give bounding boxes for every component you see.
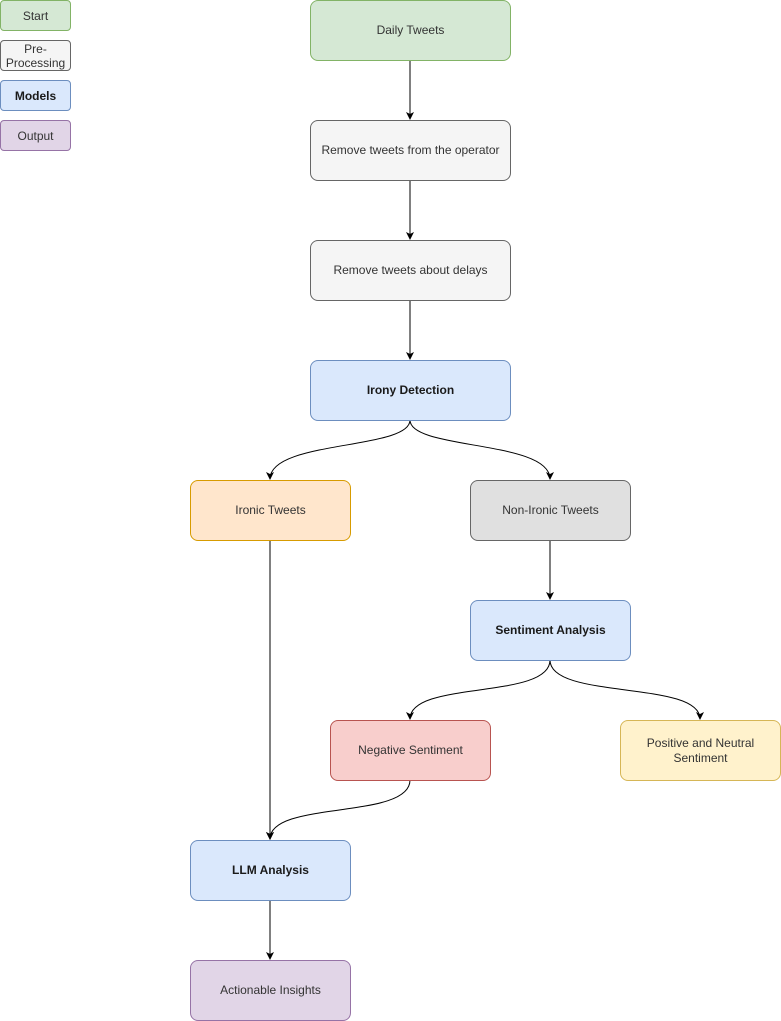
- node-remove-delays: Remove tweets about delays: [310, 240, 511, 301]
- node-sentiment-analysis-label: Sentiment Analysis: [495, 623, 606, 637]
- node-positive-neutral-sentiment: Positive and Neutral Sentiment: [620, 720, 781, 781]
- node-negative-sentiment-label: Negative Sentiment: [358, 743, 463, 757]
- legend-start-label: Start: [22, 8, 49, 23]
- legend-preprocessing: Pre- Processing: [0, 40, 71, 71]
- legend-models: Models: [0, 80, 71, 111]
- node-daily-tweets-label: Daily Tweets: [376, 23, 445, 37]
- legend-preprocessing-label: Pre- Processing: [5, 41, 66, 70]
- legend-start: Start: [0, 0, 71, 31]
- node-sentiment-analysis: Sentiment Analysis: [470, 600, 631, 661]
- edge-sentiment-to-negative: [406, 659, 551, 720]
- node-remove-delays-label: Remove tweets about delays: [333, 263, 488, 277]
- node-llm-analysis: LLM Analysis: [190, 840, 351, 901]
- node-llm-analysis-label: LLM Analysis: [232, 863, 309, 877]
- legend-models-label: Models: [14, 88, 57, 103]
- node-ironic-tweets: Ironic Tweets: [190, 480, 351, 541]
- node-non-ironic-tweets-label: Non-Ironic Tweets: [502, 503, 599, 517]
- node-remove-operator-label: Remove tweets from the operator: [321, 143, 500, 157]
- node-daily-tweets: Daily Tweets: [310, 0, 511, 61]
- node-ironic-tweets-label: Ironic Tweets: [235, 503, 306, 517]
- edge-sentiment-to-positive: [549, 659, 704, 720]
- node-positive-neutral-label: Positive and Neutral Sentiment: [646, 735, 755, 765]
- node-actionable-insights: Actionable Insights: [190, 960, 351, 1021]
- node-remove-operator: Remove tweets from the operator: [310, 120, 511, 181]
- edge-irony-to-non-ironic: [409, 419, 554, 480]
- edge-negative-to-llm: [266, 779, 411, 840]
- node-irony-detection-label: Irony Detection: [366, 383, 455, 397]
- node-non-ironic-tweets: Non-Ironic Tweets: [470, 480, 631, 541]
- node-negative-sentiment: Negative Sentiment: [330, 720, 491, 781]
- legend-output: Output: [0, 120, 71, 151]
- edge-irony-to-ironic: [266, 419, 411, 480]
- node-actionable-insights-label: Actionable Insights: [220, 983, 321, 997]
- node-irony-detection: Irony Detection: [310, 360, 511, 421]
- legend-output-label: Output: [17, 128, 54, 143]
